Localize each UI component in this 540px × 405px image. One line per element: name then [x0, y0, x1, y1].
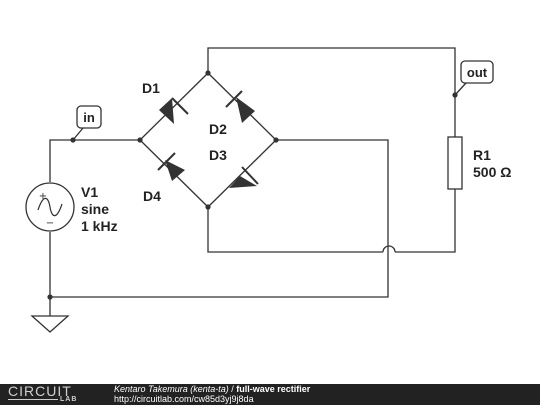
label-r1-name: R1 [473, 147, 491, 163]
diode-d3[interactable] [207, 139, 277, 208]
label-v1-name: V1 [81, 184, 98, 200]
diode-d4[interactable] [139, 139, 209, 208]
circuitlab-logo[interactable]: CIRCUIT [8, 383, 72, 399]
resistor-r1[interactable] [447, 136, 463, 190]
label-d4: D4 [143, 188, 161, 204]
wire-bottom-node-return [207, 207, 383, 253]
credit-separator: / [228, 384, 237, 394]
circuitlab-logo-sub: LAB [60, 396, 78, 403]
logo-underline [8, 399, 58, 400]
circuit-title: full-wave rectifier [236, 384, 311, 394]
author-name[interactable]: Kentaro Takemura (kenta-ta) [114, 384, 229, 394]
voltage-source-v1[interactable]: + − [25, 182, 75, 232]
label-v1-frequency: 1 kHz [81, 218, 118, 234]
diode-d2[interactable] [207, 72, 277, 141]
node-label-out: out [467, 65, 488, 80]
node-tag-out[interactable]: out [454, 60, 494, 96]
wire-right-node [50, 139, 389, 298]
circuit-schematic: + − in out D1 D2 D3 D4 V1 sine 1 kHz R1 … [25, 47, 511, 333]
footer-bar: CIRCUIT LAB Kentaro Takemura (kenta-ta) … [0, 384, 540, 405]
label-d1: D1 [142, 80, 160, 96]
node-label-in: in [83, 110, 95, 125]
wire-output-top [207, 47, 456, 137]
node-tag-in[interactable]: in [72, 105, 102, 141]
credit-line: Kentaro Takemura (kenta-ta) / full-wave … [114, 384, 310, 394]
label-v1-type: sine [81, 201, 109, 217]
circuit-url[interactable]: http://circuitlab.com/cw85d3yj9j8da [114, 394, 254, 404]
wire-resistor-bottom [395, 189, 456, 253]
label-r1-value: 500 Ω [473, 164, 511, 180]
label-d3: D3 [209, 147, 227, 163]
source-plus-sign: + [39, 191, 47, 202]
diode-d1[interactable] [139, 72, 209, 141]
source-minus-sign: − [46, 218, 54, 229]
wires [49, 47, 456, 316]
wire-crossover-hop [382, 245, 396, 253]
wire-input [49, 139, 140, 182]
label-d2: D2 [209, 121, 227, 137]
ground-symbol[interactable] [30, 315, 70, 333]
